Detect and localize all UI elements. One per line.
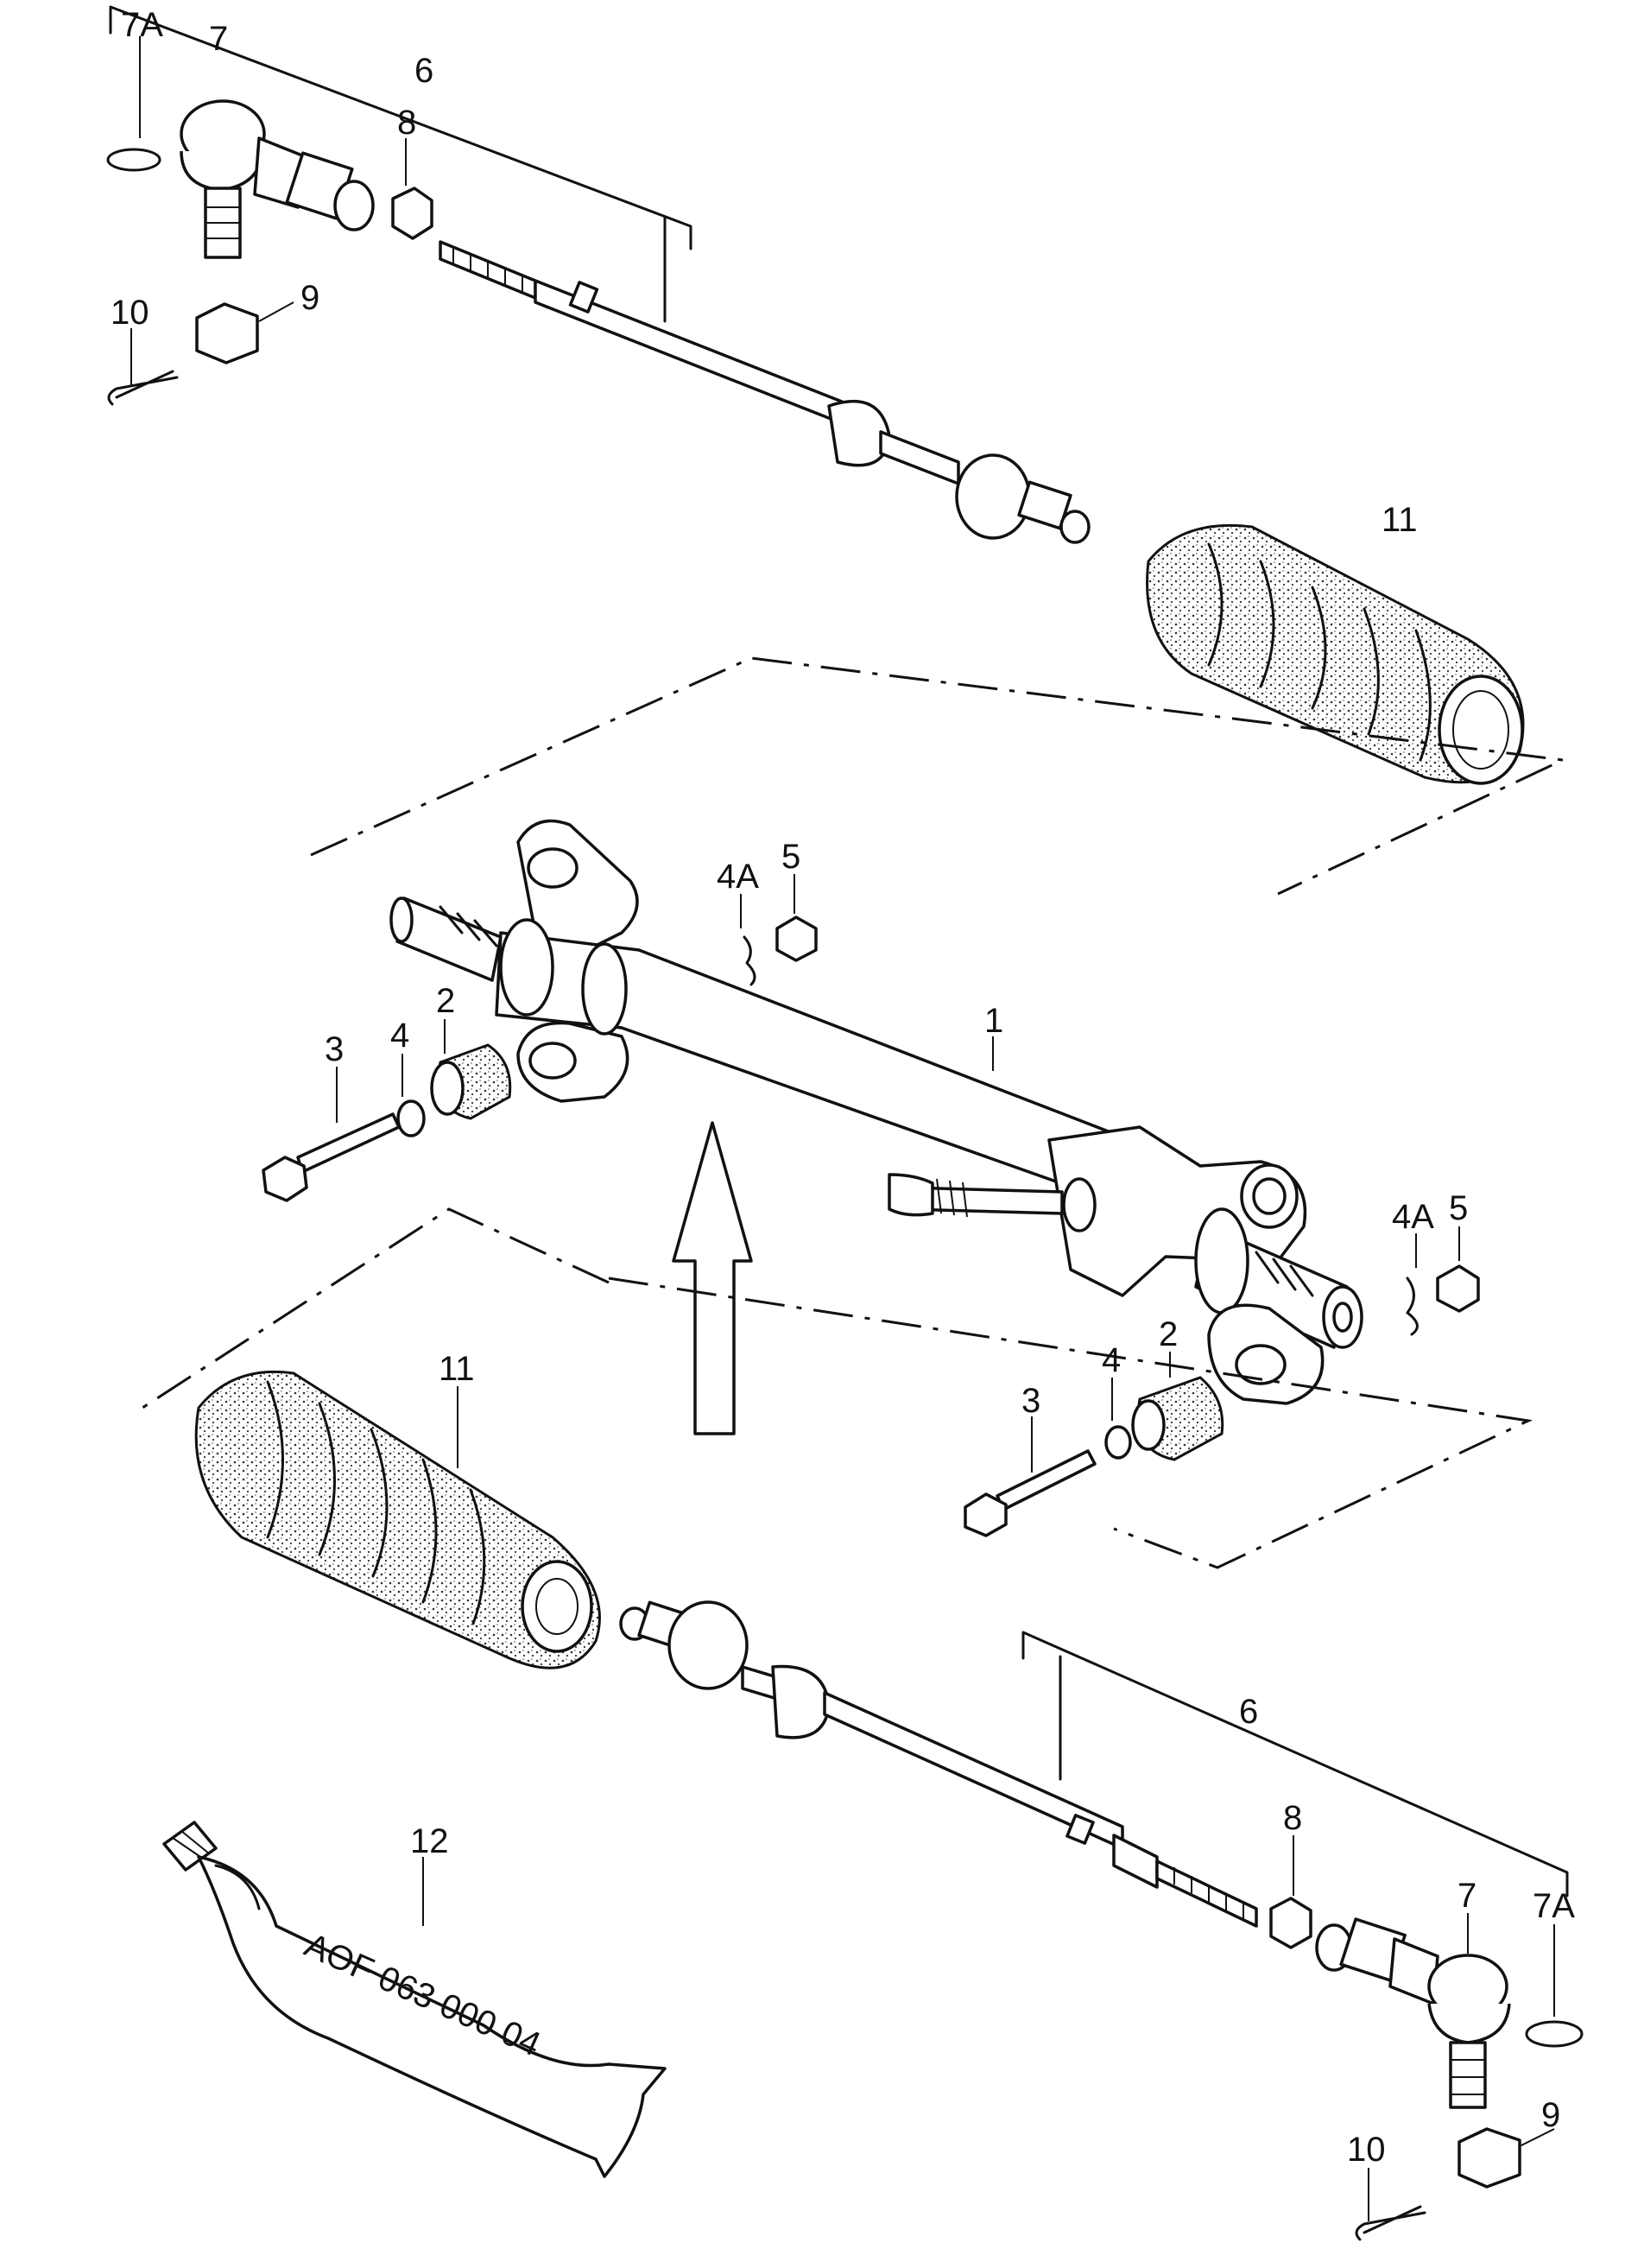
label-nut-upper: 5 bbox=[781, 838, 800, 876]
label-housing: 1 bbox=[984, 1002, 1003, 1040]
label-lock-nut-upper: 8 bbox=[397, 104, 416, 142]
lower-tie-rod-end bbox=[1315, 1917, 1511, 2109]
upper-split-pin bbox=[107, 370, 179, 406]
upper-tie-rod-assembly bbox=[106, 5, 1091, 544]
left-bolt bbox=[262, 1112, 401, 1202]
lower-assembly-frame bbox=[608, 1277, 1533, 1569]
label-bush-left: 2 bbox=[436, 982, 455, 1020]
label-washer-right: 4 bbox=[1102, 1341, 1121, 1379]
label-split-pin-lower: 10 bbox=[1347, 2131, 1386, 2169]
label-grease-tube: 12 bbox=[410, 1822, 449, 1860]
upper-clip bbox=[743, 935, 756, 986]
label-castle-nut-upper: 9 bbox=[300, 279, 319, 317]
label-split-pin-upper: 10 bbox=[111, 294, 149, 332]
label-boot-upper: 11 bbox=[1382, 501, 1418, 539]
upper-tie-rod bbox=[439, 240, 1091, 544]
label-nut-lower: 5 bbox=[1449, 1189, 1468, 1227]
upper-assembly-frame bbox=[310, 656, 1568, 896]
lower-lock-nut bbox=[1269, 1897, 1312, 1949]
steering-rack-housing bbox=[389, 819, 1363, 1405]
label-castle-nut-lower: 9 bbox=[1541, 2096, 1560, 2134]
label-bush-right: 2 bbox=[1159, 1315, 1178, 1353]
lower-nut bbox=[1436, 1264, 1480, 1313]
upper-nut bbox=[775, 915, 818, 962]
lower-boot bbox=[194, 1370, 601, 1669]
right-washer bbox=[1104, 1425, 1132, 1460]
lower-tie-rod-assembly bbox=[619, 1600, 1584, 2241]
label-tie-rod-end-lower: 7 bbox=[1457, 1877, 1476, 1915]
lower-castle-nut bbox=[1457, 2127, 1521, 2189]
upper-tie-rod-end bbox=[180, 99, 375, 259]
lower-tie-rod bbox=[619, 1600, 1258, 1928]
right-bolt bbox=[964, 1449, 1097, 1537]
lower-boot-frame bbox=[142, 1207, 610, 1410]
upper-lock-nut bbox=[391, 187, 433, 240]
lower-clip bbox=[1406, 1277, 1419, 1336]
upper-boot bbox=[1146, 523, 1525, 785]
label-clip-upper: 4A bbox=[717, 858, 759, 896]
label-circlip-upper: 7A bbox=[121, 6, 163, 44]
upper-castle-nut bbox=[195, 302, 259, 364]
label-tie-rod-lower: 6 bbox=[1239, 1693, 1258, 1731]
lower-split-pin bbox=[1355, 2205, 1426, 2241]
label-bolt-right: 3 bbox=[1021, 1382, 1040, 1420]
label-circlip-lower: 7A bbox=[1533, 1887, 1575, 1925]
label-clip-lower: 4A bbox=[1392, 1198, 1434, 1236]
left-washer bbox=[396, 1099, 426, 1137]
left-bush bbox=[430, 1043, 512, 1120]
lower-circlip bbox=[1525, 2020, 1584, 2048]
label-tie-rod-end-upper: 7 bbox=[209, 20, 228, 58]
upper-circlip bbox=[106, 148, 161, 172]
direction-arrow bbox=[672, 1121, 753, 1435]
right-bush bbox=[1131, 1376, 1224, 1461]
label-bolt-left: 3 bbox=[325, 1030, 344, 1068]
label-tie-rod-upper: 6 bbox=[414, 52, 433, 90]
label-washer-left: 4 bbox=[390, 1017, 409, 1055]
label-boot-lower: 11 bbox=[439, 1350, 475, 1388]
grease-tube bbox=[162, 1821, 667, 2178]
label-lock-nut-lower: 8 bbox=[1283, 1799, 1302, 1837]
